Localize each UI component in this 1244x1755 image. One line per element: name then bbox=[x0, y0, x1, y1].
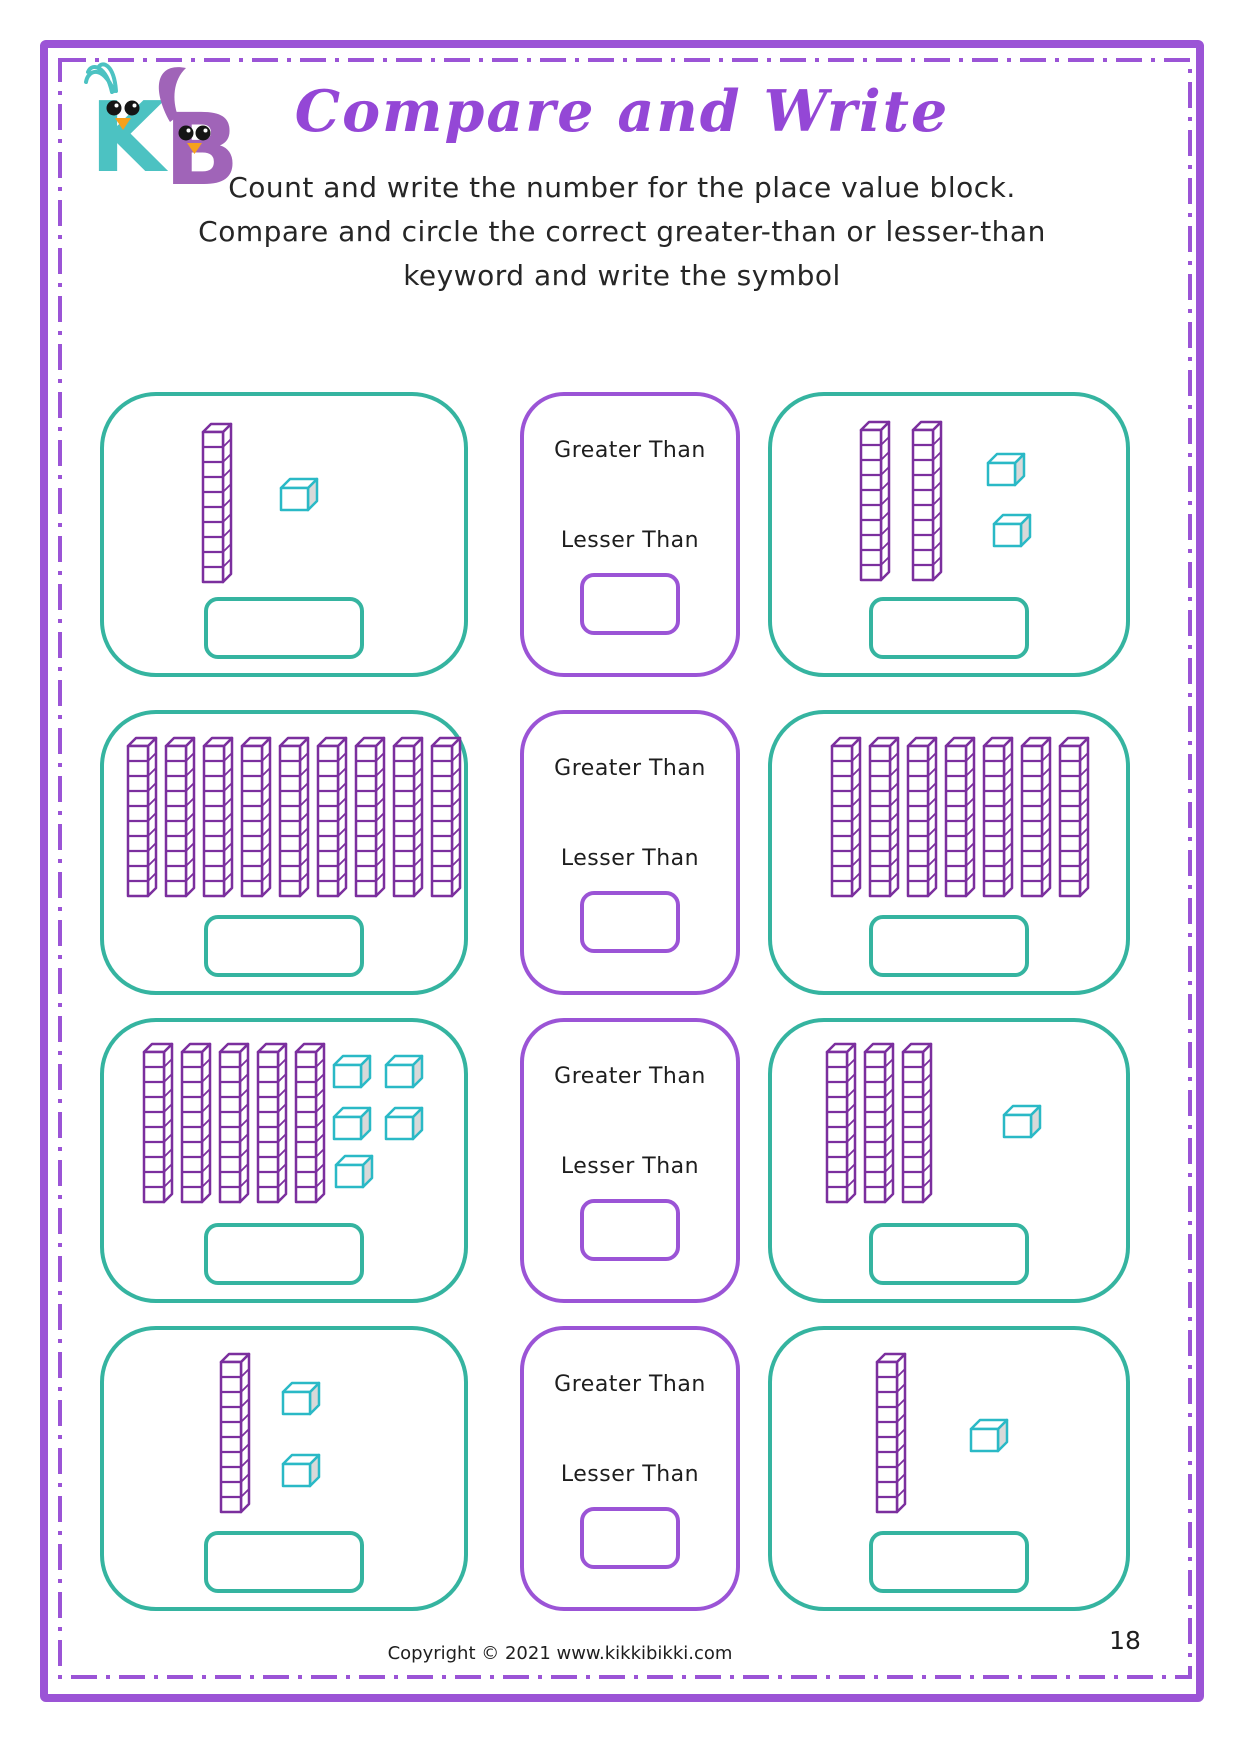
number-answer-box[interactable] bbox=[204, 915, 364, 977]
tens-rod-icon bbox=[294, 1042, 326, 1204]
unit-cube-icon bbox=[1002, 1104, 1042, 1139]
unit-cube-icon bbox=[281, 1381, 321, 1416]
tens-rod-icon bbox=[240, 736, 272, 898]
unit-cube-icon bbox=[334, 1154, 374, 1189]
symbol-answer-box[interactable] bbox=[580, 573, 680, 635]
instruction-line: keyword and write the symbol bbox=[403, 259, 841, 292]
tens-rod-icon bbox=[219, 1352, 251, 1514]
greater-than-option[interactable]: Greater Than bbox=[554, 1064, 706, 1089]
instructions: Count and write the number for the place… bbox=[122, 166, 1122, 298]
place-value-panel-left-4 bbox=[100, 1326, 468, 1611]
instruction-line: Count and write the number for the place… bbox=[228, 171, 1016, 204]
tens-rod-icon bbox=[202, 736, 234, 898]
symbol-answer-box[interactable] bbox=[580, 891, 680, 953]
page-title: Compare and Write bbox=[294, 78, 950, 145]
tens-rod-icon bbox=[859, 420, 891, 582]
unit-cube-icon bbox=[986, 452, 1026, 487]
lesser-than-option[interactable]: Lesser Than bbox=[560, 528, 700, 553]
tens-rod-icon bbox=[911, 420, 943, 582]
number-answer-box[interactable] bbox=[869, 915, 1029, 977]
tens-rod-icon bbox=[868, 736, 900, 898]
tens-rod-icon bbox=[906, 736, 938, 898]
tens-rod-icon bbox=[392, 736, 424, 898]
place-value-panel-right-4 bbox=[768, 1326, 1130, 1611]
lesser-than-option[interactable]: Lesser Than bbox=[560, 1154, 700, 1179]
tens-rod-icon bbox=[278, 736, 310, 898]
unit-cube-icon bbox=[279, 477, 319, 512]
svg-text:K: K bbox=[90, 81, 169, 193]
tens-rod-icon bbox=[901, 1042, 933, 1204]
place-value-panel-left-2 bbox=[100, 710, 468, 995]
number-answer-box[interactable] bbox=[869, 597, 1029, 659]
tens-rod-icon bbox=[256, 1042, 288, 1204]
tens-rod-icon bbox=[825, 1042, 857, 1204]
place-value-panel-left-3 bbox=[100, 1018, 468, 1303]
logo-letter-b: B bbox=[158, 67, 239, 208]
tens-rod-icon bbox=[1020, 736, 1052, 898]
symbol-answer-box[interactable] bbox=[580, 1507, 680, 1569]
lesser-than-option[interactable]: Lesser Than bbox=[560, 1462, 700, 1487]
brand-logo: K B bbox=[76, 58, 241, 208]
number-answer-box[interactable] bbox=[869, 1531, 1029, 1593]
comparison-panel-1: Greater Than Lesser Than bbox=[520, 392, 740, 677]
lesser-than-option[interactable]: Lesser Than bbox=[560, 846, 700, 871]
svg-text:B: B bbox=[164, 93, 239, 193]
tens-rod-icon bbox=[354, 736, 386, 898]
comparison-panel-4: Greater Than Lesser Than bbox=[520, 1326, 740, 1611]
tens-rod-icon bbox=[944, 736, 976, 898]
number-answer-box[interactable] bbox=[204, 597, 364, 659]
unit-cube-icon bbox=[969, 1418, 1009, 1453]
greater-than-option[interactable]: Greater Than bbox=[554, 1372, 706, 1397]
comparison-panel-3: Greater Than Lesser Than bbox=[520, 1018, 740, 1303]
unit-cube-icon bbox=[384, 1054, 424, 1089]
tens-rod-icon bbox=[982, 736, 1014, 898]
greater-than-option[interactable]: Greater Than bbox=[554, 756, 706, 781]
place-value-panel-right-2 bbox=[768, 710, 1130, 995]
tens-rod-icon bbox=[430, 736, 462, 898]
unit-cube-icon bbox=[332, 1106, 372, 1141]
number-answer-box[interactable] bbox=[204, 1223, 364, 1285]
greater-than-option[interactable]: Greater Than bbox=[554, 438, 706, 463]
logo-letter-k: K bbox=[84, 62, 169, 194]
instruction-line: Compare and circle the correct greater-t… bbox=[198, 215, 1046, 248]
number-answer-box[interactable] bbox=[204, 1531, 364, 1593]
page-number: 18 bbox=[1109, 1626, 1141, 1655]
copyright-text: Copyright © 2021 www.kikkibikki.com bbox=[387, 1643, 733, 1664]
unit-cube-icon bbox=[384, 1106, 424, 1141]
symbol-answer-box[interactable] bbox=[580, 1199, 680, 1261]
tens-rod-icon bbox=[830, 736, 862, 898]
tens-rod-icon bbox=[142, 1042, 174, 1204]
unit-cube-icon bbox=[992, 513, 1032, 548]
tens-rod-icon bbox=[218, 1042, 250, 1204]
tens-rod-icon bbox=[1058, 736, 1090, 898]
tens-rod-icon bbox=[875, 1352, 907, 1514]
place-value-panel-right-1 bbox=[768, 392, 1130, 677]
unit-cube-icon bbox=[332, 1054, 372, 1089]
tens-rod-icon bbox=[316, 736, 348, 898]
unit-cube-icon bbox=[281, 1453, 321, 1488]
outer-border-frame bbox=[40, 40, 1204, 1702]
tens-rod-icon bbox=[164, 736, 196, 898]
tens-rod-icon bbox=[201, 422, 233, 584]
tens-rod-icon bbox=[126, 736, 158, 898]
number-answer-box[interactable] bbox=[869, 1223, 1029, 1285]
place-value-panel-left-1 bbox=[100, 392, 468, 677]
tens-rod-icon bbox=[863, 1042, 895, 1204]
comparison-panel-2: Greater Than Lesser Than bbox=[520, 710, 740, 995]
place-value-panel-right-3 bbox=[768, 1018, 1130, 1303]
tens-rod-icon bbox=[180, 1042, 212, 1204]
